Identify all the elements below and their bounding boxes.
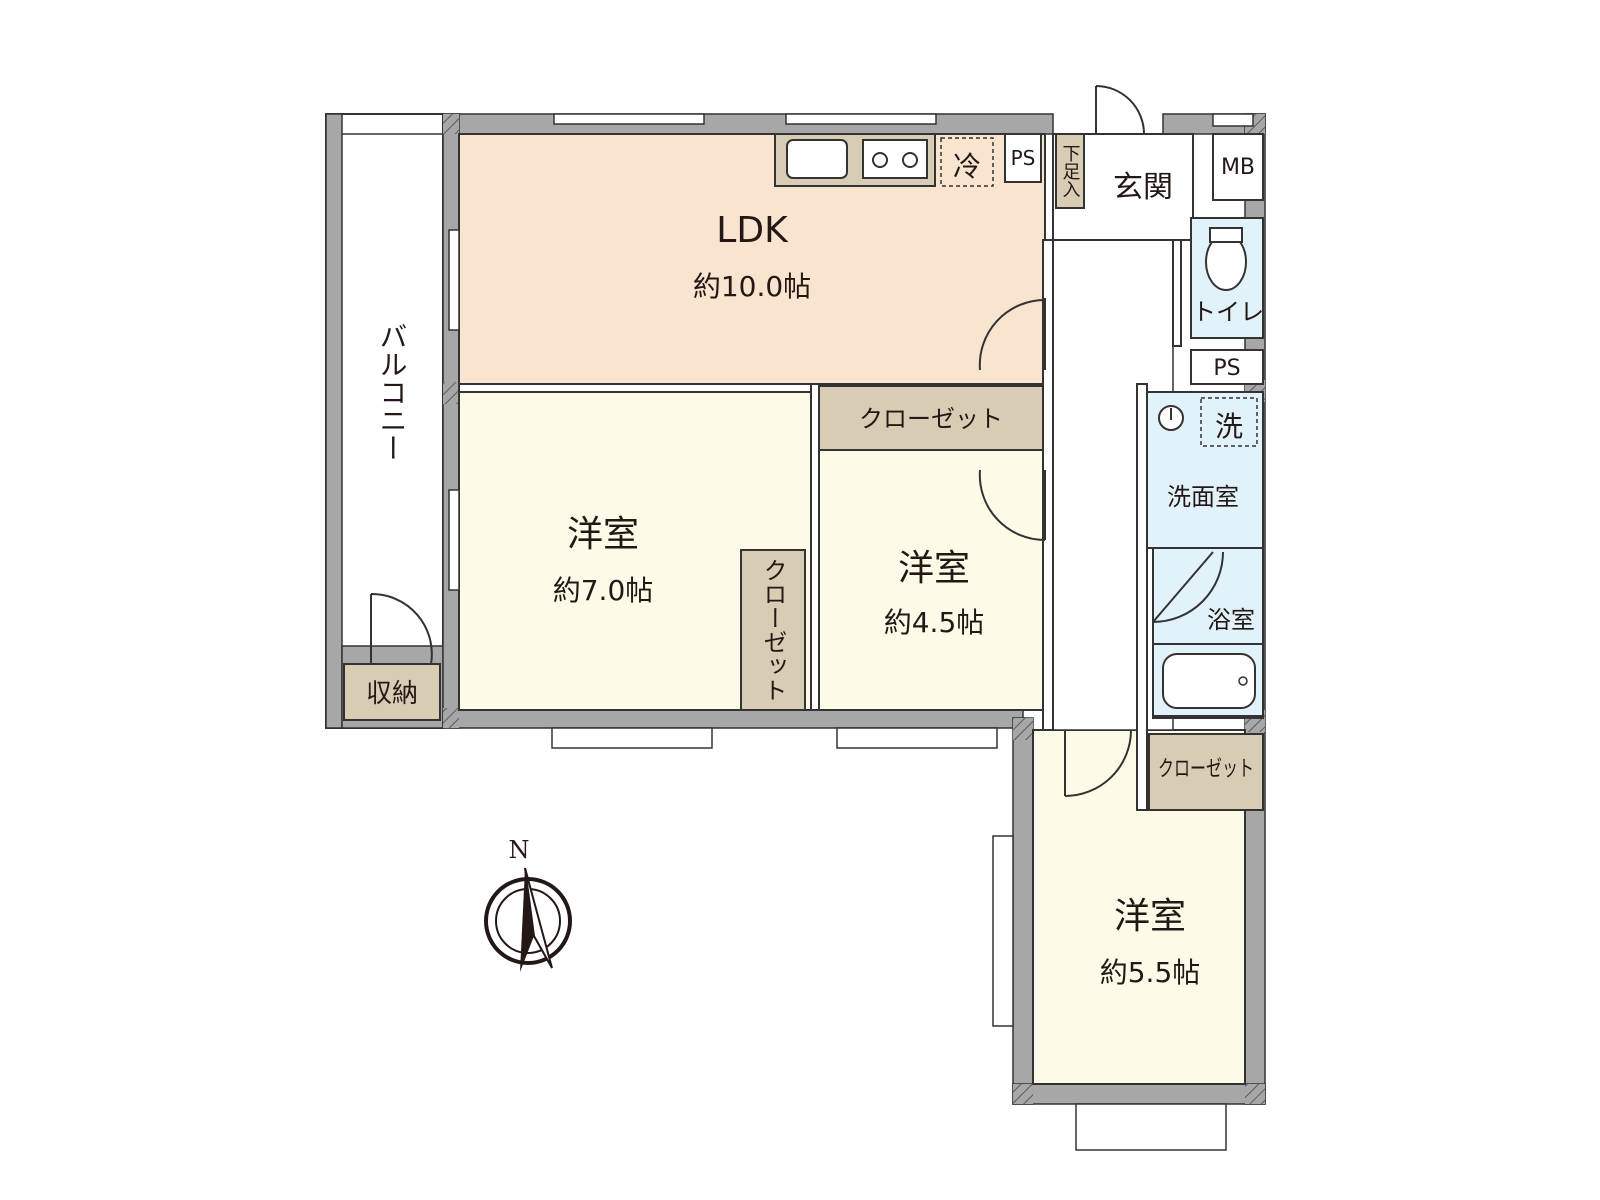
balcony-label: バルコニー [376,322,409,462]
compass: N [484,836,572,972]
closet-room3-label: クローゼット [1158,757,1254,782]
western-room-3-size: 約5.5帖 [1100,956,1201,989]
washer-space [1200,397,1258,447]
closet-ldk-label: クローゼット [859,405,1003,433]
closet-room1-label: クローゼット [759,558,787,702]
meter-box [1212,133,1264,201]
balcony-storage [343,663,441,721]
washer-label: 洗 [1215,410,1243,443]
western-room-2-floor [818,449,1046,711]
closet-room3 [1148,733,1264,811]
bathtub-icon [1152,643,1264,717]
western-room-1-size: 約7.0帖 [553,574,654,607]
kitchen-counter [774,133,994,187]
ldk-floor [458,133,1046,385]
shoe-box [1055,133,1085,209]
entrance-label: 玄関 [1113,170,1173,205]
closet-room1 [740,549,806,711]
meter-box-label: MB [1221,155,1255,180]
ps-hall-label: PS [1213,356,1240,381]
north-label: N [509,836,530,864]
partition-walls [458,239,1182,811]
balcony-storage-label: 収納 [366,679,418,709]
western-room-2-name: 洋室 [898,548,970,589]
washroom-label: 洗面室 [1167,483,1239,511]
western-room-2-size: 約4.5帖 [884,606,985,639]
toilet-label: トイレ [1192,298,1264,326]
fridge-space [940,137,994,187]
western-room-1-name: 洋室 [567,514,639,555]
doors [370,85,1224,797]
western-room-3-name: 洋室 [1114,896,1186,937]
sink-icon [786,139,848,179]
north-arrow-icon [520,868,534,972]
ldk-name: LDK [716,210,789,251]
toilet-icon [1205,227,1247,291]
ps-hall-box [1190,349,1264,385]
windows [448,113,1254,1151]
shoe-box-label: 下足入 [1060,144,1081,198]
ps-kitchen-box [1004,133,1042,183]
ps-kitchen-label: PS [1011,146,1036,170]
bathroom-label: 浴室 [1207,606,1255,634]
fridge-label: 冷 [953,150,981,183]
ldk-size: 約10.0帖 [693,270,811,303]
